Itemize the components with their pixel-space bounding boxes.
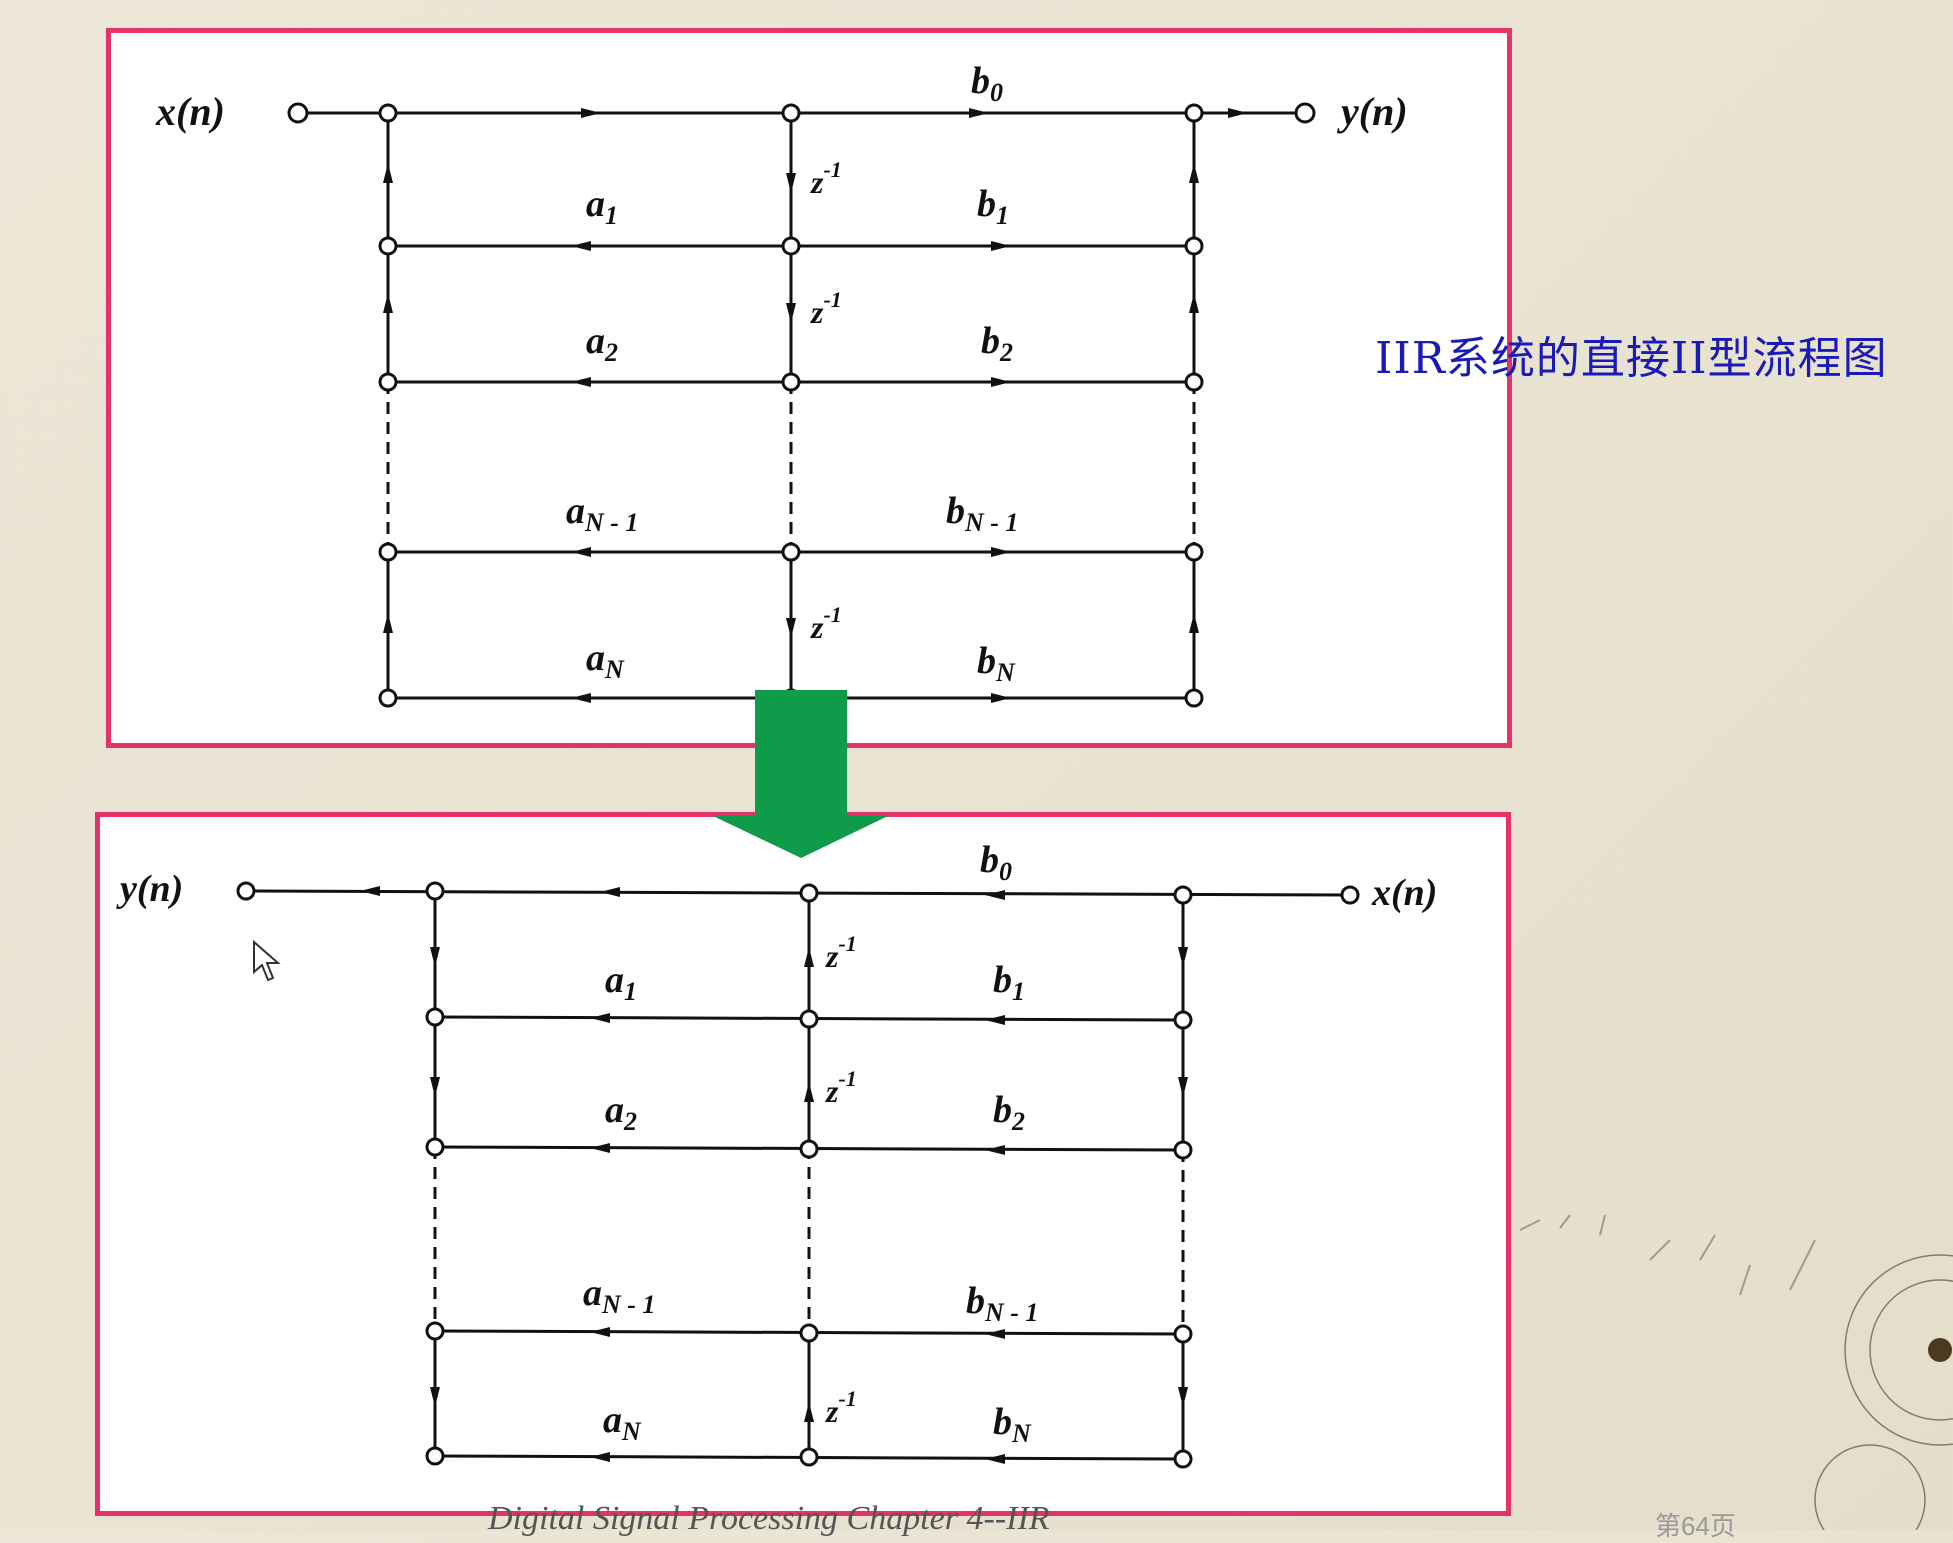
bottom-output-label: y(n) <box>116 868 183 910</box>
bottom-label-b0: b0 <box>980 839 1012 886</box>
top-output-label: y(n) <box>1337 89 1408 134</box>
bottom-label-a2: a2 <box>605 1089 637 1136</box>
top-delay-n: z-1 <box>810 602 842 645</box>
bottom-label-a1: a1 <box>605 959 637 1006</box>
bottom-delay-2: z-1 <box>825 1066 857 1109</box>
slide-footer: Digital Signal Processing Chapter 4--IIR <box>488 1500 1050 1537</box>
top-flowgraph: x(n) y(n) b0 a1 b1 a2 b2 aN - 1 bN - 1 a… <box>155 60 1408 708</box>
top-delay-2: z-1 <box>810 287 842 330</box>
bottom-flowgraph: y(n) x(n) b0 a1 b1 a2 b2 aN - 1 bN - 1 a… <box>116 839 1437 1469</box>
top-label-a1: a1 <box>586 183 618 230</box>
top-label-b2: b2 <box>981 320 1013 367</box>
top-label-aN1: aN - 1 <box>566 490 638 537</box>
transform-arrow-icon <box>711 690 890 858</box>
bottom-label-aN: aN <box>603 1399 642 1446</box>
top-label-b0: b0 <box>971 60 1003 107</box>
dandelion-decoration-icon <box>1519 1214 1953 1530</box>
top-label-aN: aN <box>586 637 625 684</box>
diagram-caption: IIR系统的直接II型流程图 <box>1375 333 1888 384</box>
top-delay-1: z-1 <box>810 157 842 200</box>
bottom-diagram-frame: y(n) x(n) b0 a1 b1 a2 b2 aN - 1 bN - 1 a… <box>95 812 1511 1516</box>
top-label-a2: a2 <box>586 320 618 367</box>
bottom-label-bN: bN <box>993 1401 1032 1448</box>
bottom-label-aN1: aN - 1 <box>583 1272 655 1319</box>
top-label-bN: bN <box>977 640 1016 687</box>
bottom-delay-n: z-1 <box>825 1386 857 1429</box>
bottom-label-b2: b2 <box>993 1089 1025 1136</box>
top-input-label: x(n) <box>155 89 225 134</box>
page-number: 第64页 <box>1655 1511 1736 1541</box>
top-label-b1: b1 <box>977 183 1009 230</box>
bottom-delay-1: z-1 <box>825 931 857 974</box>
bottom-input-label: x(n) <box>1371 872 1437 914</box>
mouse-cursor-icon <box>253 940 281 982</box>
top-diagram-frame: x(n) y(n) b0 a1 b1 a2 b2 aN - 1 bN - 1 a… <box>106 28 1512 748</box>
bottom-label-bN1: bN - 1 <box>966 1280 1038 1327</box>
top-label-bN1: bN - 1 <box>946 490 1018 537</box>
bottom-label-b1: b1 <box>993 959 1025 1006</box>
